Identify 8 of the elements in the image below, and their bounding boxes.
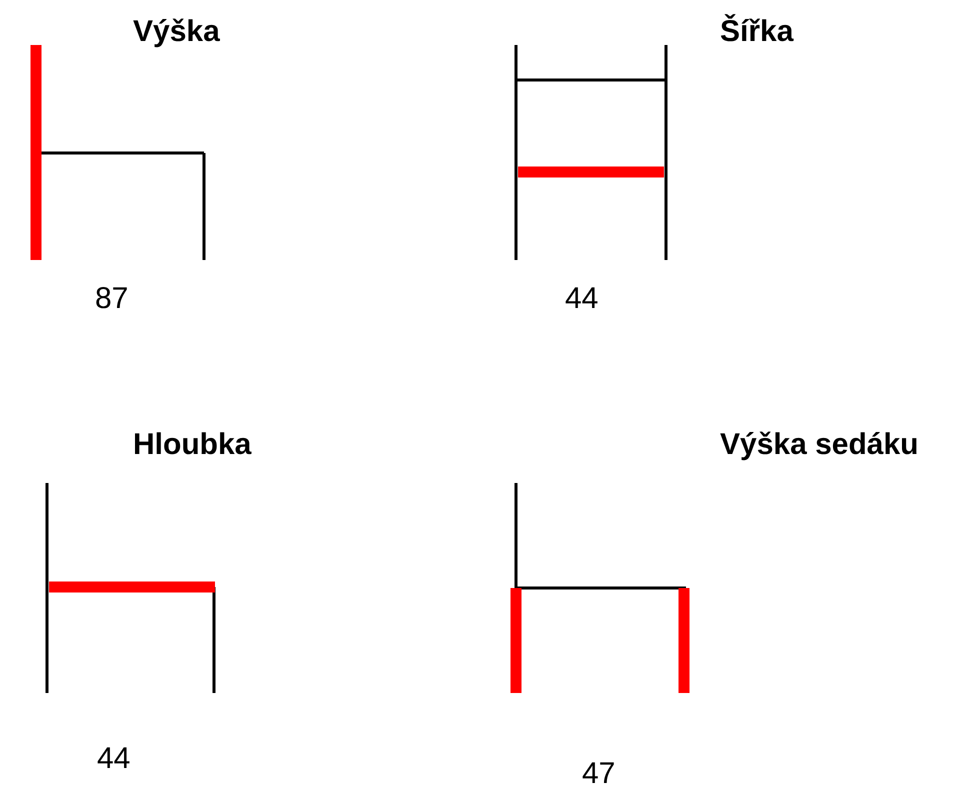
dimension-title: Výška — [133, 14, 220, 50]
dimension-value: 87 — [95, 281, 128, 317]
dimension-title: Výška sedáku — [720, 427, 918, 463]
dimension-title: Šířka — [720, 14, 794, 50]
dimension-value: 47 — [582, 756, 616, 792]
dimension-title: Hloubka — [133, 427, 252, 463]
dimension-value: 44 — [565, 281, 598, 317]
dimension-value: 44 — [97, 741, 130, 777]
